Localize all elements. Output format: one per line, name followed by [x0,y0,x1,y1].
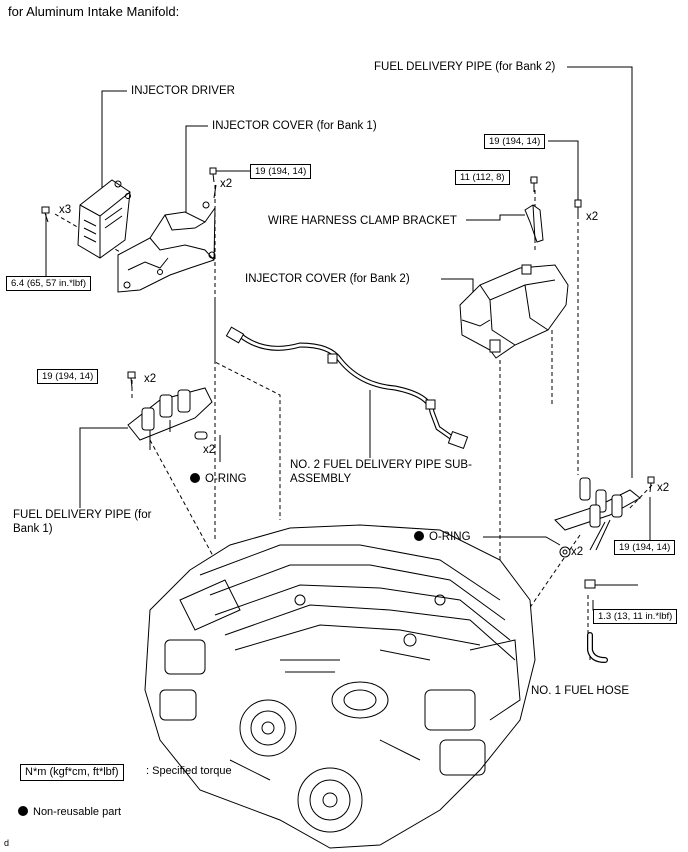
label-no2-fuel-delivery-pipe: NO. 2 FUEL DELIVERY PIPE SUB-ASSEMBLY [290,459,472,485]
wire-harness-clamp-bracket-part [524,204,544,243]
diagram-caption: for Aluminum Intake Manifold: [8,4,180,19]
label-wire-harness-clamp-bracket: WIRE HARNESS CLAMP BRACKET [268,215,457,227]
no1-fuel-hose-part [584,579,608,663]
injector-driver-bolt [41,206,50,223]
legend-torque-unit: N*m (kgf*cm, ft*lbf) [20,764,124,781]
label-fuel-delivery-pipe-bank2: FUEL DELIVERY PIPE (for Bank 2) [374,61,556,73]
torque-injector-driver-bolt: 6.4 (65, 57 in.*lbf) [6,276,91,291]
non-reusable-dot-icon [190,473,200,483]
torque-fuel-pipe-bank2-lower-bolt: 19 (194, 14) [614,540,676,555]
injector-cover-bank2-part [459,264,569,359]
injector-cover-bank1-part [117,184,217,293]
engine-assembly [144,524,536,849]
figure-code: d [4,838,10,848]
fuel-pipe-bank2-part [554,477,641,551]
qty-fuel-pipe-bank2-lower-bolt: x2 [657,482,670,494]
torque-fuel-pipe-bank2-bolt: 19 (194, 14) [484,134,546,149]
no2-fuel-delivery-pipe-part [225,326,469,450]
qty-injector-cover-bank1-bolt: x2 [220,178,233,190]
injector-driver-part [77,179,131,259]
fuel-pipe-bank2-lower-bolt [647,476,655,493]
torque-fuel-pipe-bank1-bolt: 19 (194, 14) [37,369,99,384]
label-o-ring-left: O-RING [190,472,247,486]
o-ring-right-part [559,546,571,558]
torque-injector-cover-bank1-bolt: 19 (194, 14) [250,164,312,179]
label-injector-driver: INJECTOR DRIVER [131,85,235,97]
non-reusable-dot-icon [414,531,424,541]
legend-non-reusable: Non-reusable part [18,806,121,818]
fuel-pipe-bank2-bolt [574,199,582,215]
label-fuel-delivery-pipe-bank1: FUEL DELIVERY PIPE (for Bank 1) [13,509,152,535]
qty-fuel-pipe-bank2-bolt: x2 [586,211,599,223]
fuel-pipe-bank1-part [127,387,213,450]
injector-cover-bank1-bolt [209,167,217,183]
torque-clamp-bracket-bolt: 11 (112, 8) [455,170,510,185]
fuel-pipe-bank1-bolt [127,371,136,389]
qty-injector-driver-bolt: x3 [59,204,72,216]
legend-torque-desc: : Specified torque [146,765,232,777]
clamp-bracket-bolt [530,176,538,192]
o-ring-left-part [194,431,208,440]
assembly-lines [54,185,653,681]
label-o-ring-right: O-RING [414,530,471,544]
non-reusable-dot-icon [18,806,28,816]
qty-o-ring-left: x2 [203,444,216,456]
qty-o-ring-right: x2 [571,546,584,558]
torque-fuel-hose-bolt: 1.3 (13, 11 in.*lbf) [593,609,678,624]
qty-fuel-pipe-bank1-bolt: x2 [144,373,157,385]
label-no1-fuel-hose: NO. 1 FUEL HOSE [531,685,629,697]
label-injector-cover-bank2: INJECTOR COVER (for Bank 2) [245,273,410,285]
label-injector-cover-bank1: INJECTOR COVER (for Bank 1) [212,120,377,132]
